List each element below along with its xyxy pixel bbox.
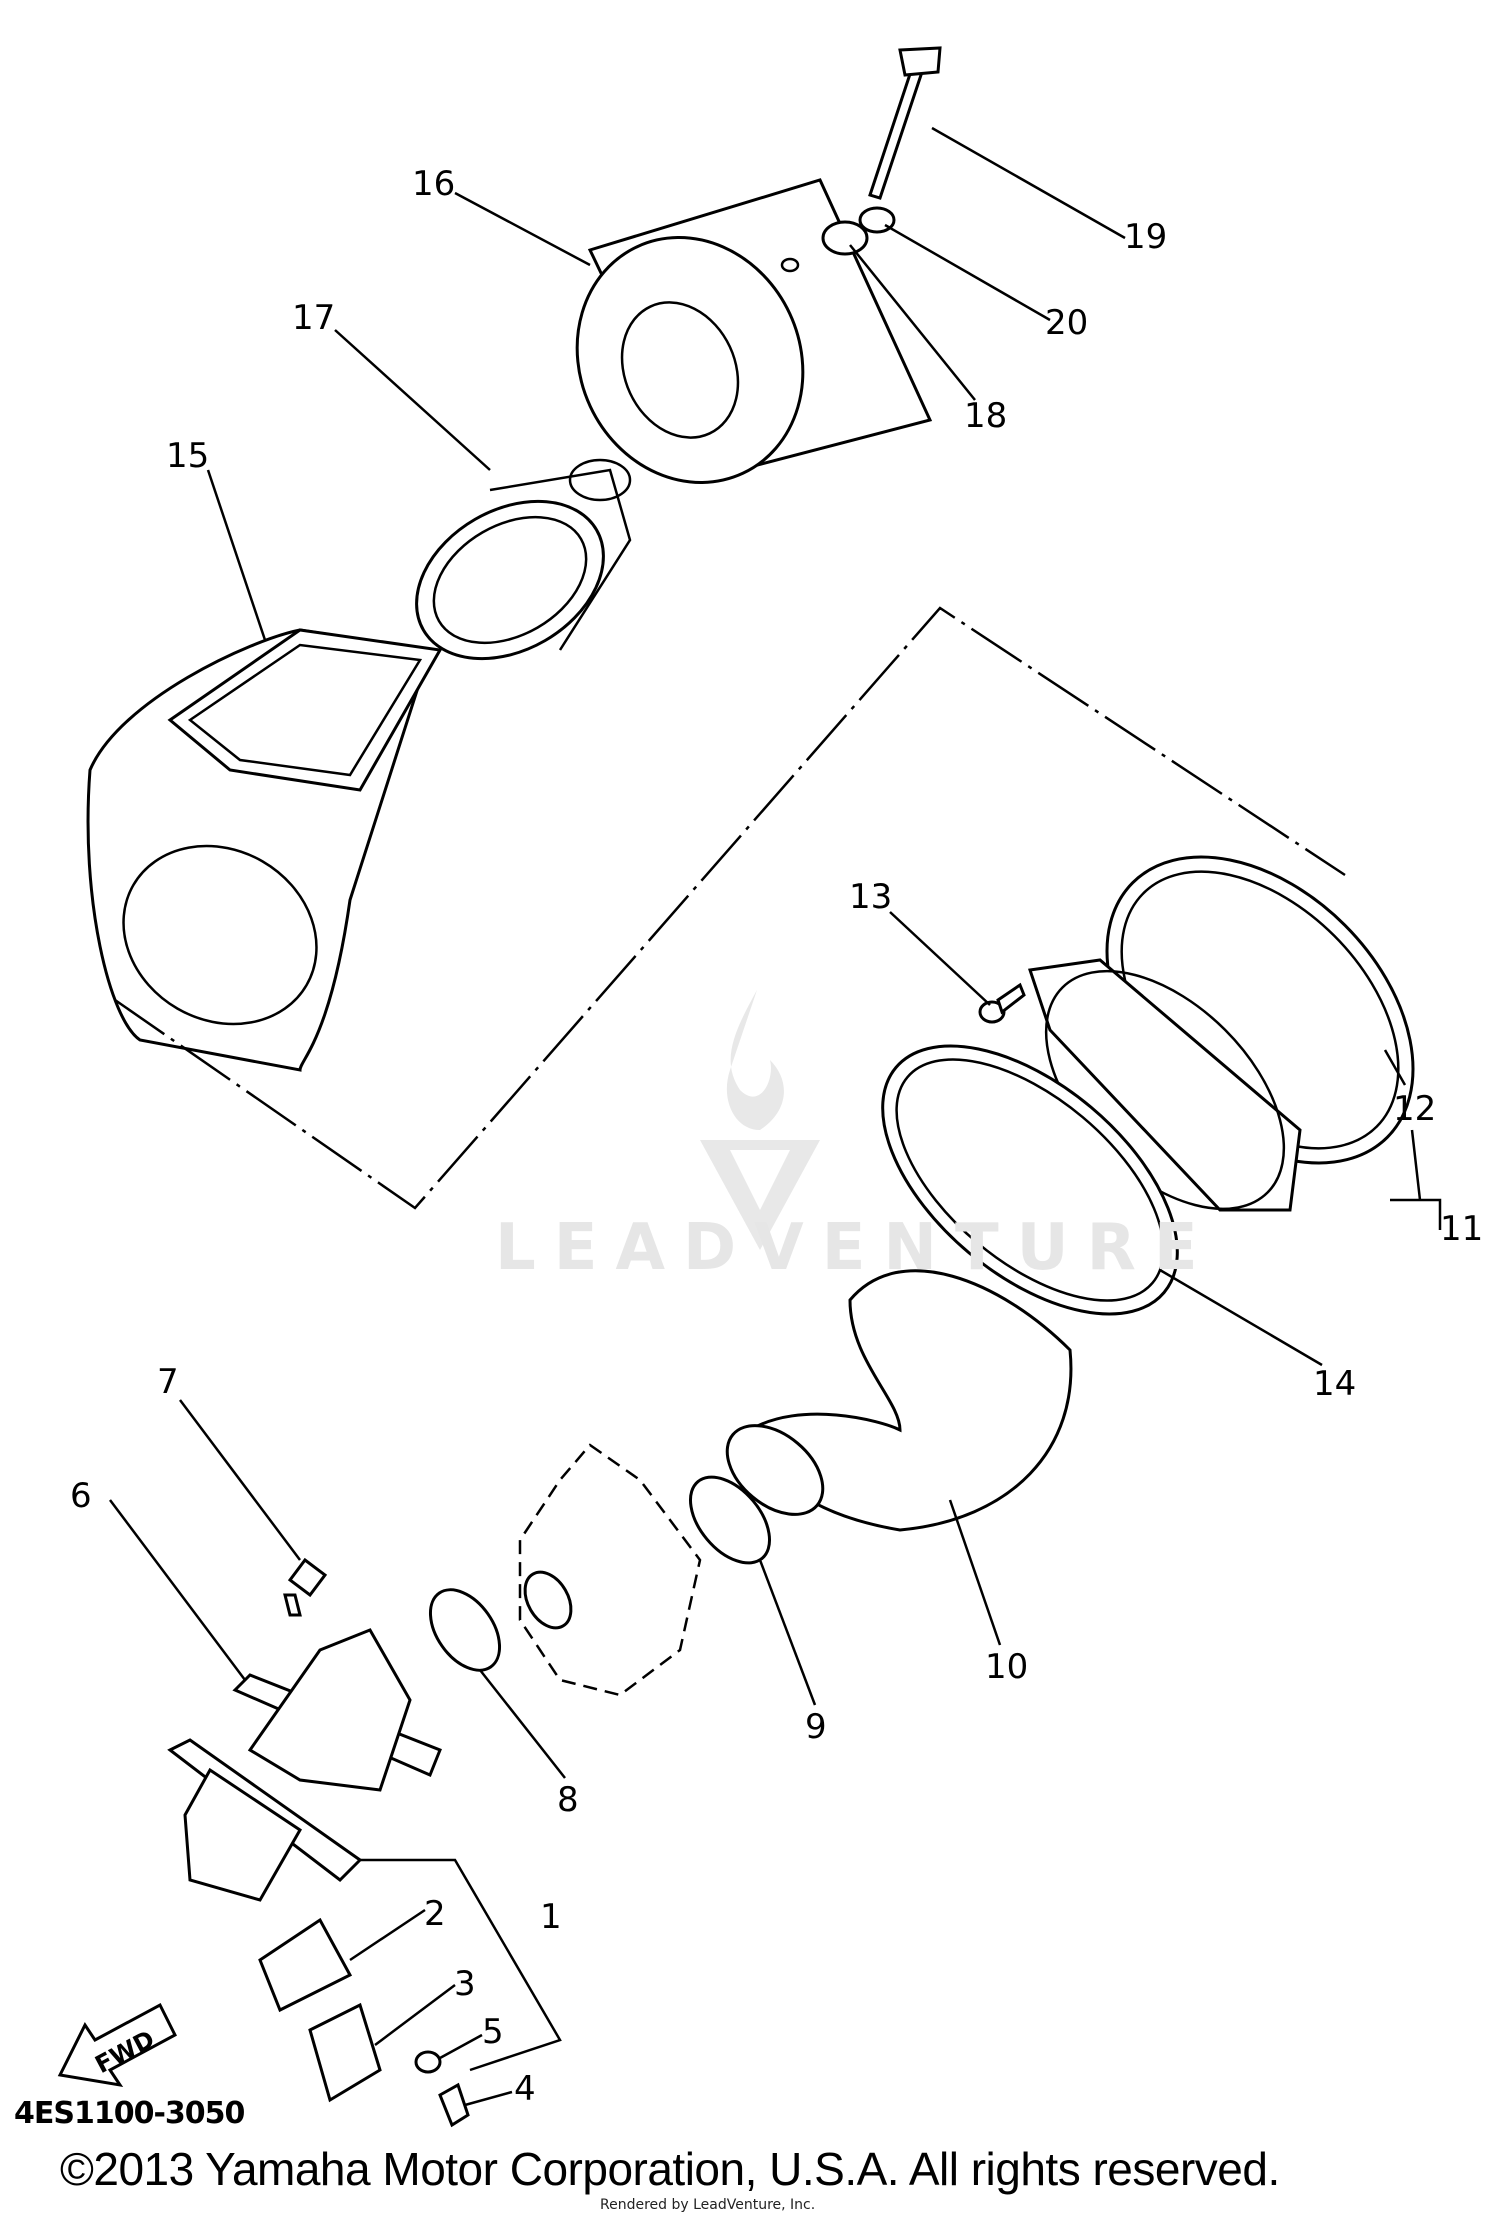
callout-13: 13 xyxy=(849,877,892,917)
part-19-bolt xyxy=(868,46,942,200)
callout-6: 6 xyxy=(70,1476,92,1516)
callout-5: 5 xyxy=(482,2012,504,2052)
assembly-outline xyxy=(114,606,1346,1210)
callout-18: 18 xyxy=(964,396,1007,436)
part-10-joint xyxy=(725,1269,1073,1532)
diagram-code: 4ES1100-3050 xyxy=(14,2096,245,2131)
callout-17: 17 xyxy=(292,298,335,338)
fwd-arrow-icon: FWD xyxy=(57,2002,177,2088)
callout-15: 15 xyxy=(166,436,209,476)
callout-10: 10 xyxy=(985,1647,1028,1687)
render-credit: Rendered by LeadVenture, Inc. xyxy=(600,2197,816,2213)
part-6-manifold xyxy=(232,1628,442,1792)
callout-labels: 1 2 3 4 5 6 7 8 9 10 11 12 13 14 15 16 1… xyxy=(70,164,1483,2109)
callout-1: 1 xyxy=(540,1897,562,1937)
part-18-grommet xyxy=(821,220,869,256)
watermark-logo xyxy=(700,990,820,1250)
part-5-washer xyxy=(414,2050,442,2074)
part-9-clamp xyxy=(688,1475,772,1565)
part-8-clamp xyxy=(428,1588,502,1672)
part-13-screw xyxy=(978,982,1026,1024)
copyright-notice: ©2013 Yamaha Motor Corporation, U.S.A. A… xyxy=(60,2143,1280,2195)
callout-4: 4 xyxy=(514,2069,536,2109)
callout-14: 14 xyxy=(1313,1364,1356,1404)
part-17-element-frame xyxy=(415,458,632,661)
leader-lines xyxy=(109,126,1442,2107)
part-2-reed xyxy=(258,1917,353,2013)
callout-8: 8 xyxy=(557,1780,579,1820)
callout-19: 19 xyxy=(1124,217,1167,257)
part-4-screw xyxy=(438,2082,470,2128)
part-14-band xyxy=(881,1044,1179,1316)
callout-9: 9 xyxy=(805,1707,827,1747)
carburetor-reference xyxy=(518,1443,702,1697)
callout-16: 16 xyxy=(412,164,455,204)
callout-2: 2 xyxy=(424,1894,446,1934)
callout-3: 3 xyxy=(454,1964,476,2004)
callout-7: 7 xyxy=(157,1362,179,1402)
part-15-air-box xyxy=(86,628,443,1072)
part-7-bolt xyxy=(283,1557,328,1617)
callout-11: 11 xyxy=(1440,1209,1483,1249)
part-3-stopper xyxy=(308,2002,382,2103)
watermark-text: LEADVENTURE xyxy=(495,1211,1216,1285)
callout-12: 12 xyxy=(1393,1089,1436,1129)
callout-20: 20 xyxy=(1045,303,1088,343)
